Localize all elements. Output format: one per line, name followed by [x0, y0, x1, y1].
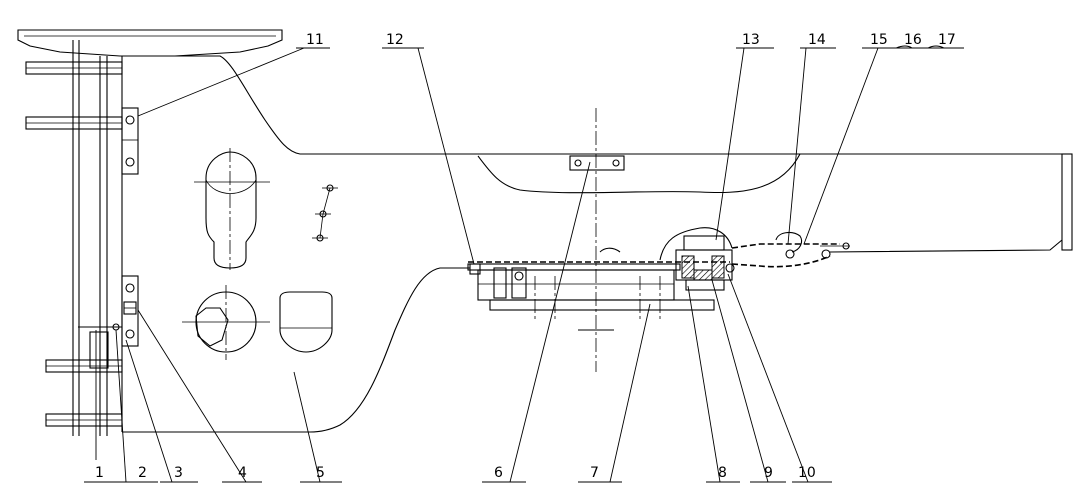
callout-10: 10	[798, 465, 816, 481]
slide-rail-assembly	[467, 261, 730, 331]
callout-1: 1	[95, 465, 104, 481]
callout-12: 12	[386, 32, 404, 48]
upper-bracket-plates	[25, 61, 123, 130]
lower-mount-block	[78, 275, 139, 347]
vertical-column	[72, 40, 123, 436]
callout-5: 5	[316, 465, 325, 481]
top-mounting-plate	[17, 29, 283, 57]
callout-14: 14	[808, 32, 826, 48]
leader-lines	[84, 45, 964, 483]
callout-3: 3	[174, 465, 183, 481]
callout-13: 13	[742, 32, 760, 48]
callout-15: 15	[870, 32, 888, 48]
callout-17: 17	[938, 32, 956, 48]
pivot-marks	[312, 184, 338, 242]
bearing-block	[599, 227, 735, 291]
centerline-clamp	[569, 108, 625, 372]
callout-7: 7	[590, 465, 599, 481]
callout-4: 4	[238, 465, 247, 481]
callout-9: 9	[764, 465, 773, 481]
callout-11: 11	[306, 32, 324, 48]
callout-6: 6	[494, 465, 503, 481]
upper-mount-block	[121, 107, 139, 175]
callout-2: 2	[138, 465, 147, 481]
body-holes	[182, 148, 333, 360]
callout-labels: 1 2 3 4 5 6 7 8 9 10 11 12 13 14 15 16 1…	[95, 32, 956, 481]
callout-8: 8	[718, 465, 727, 481]
main-arm-body	[122, 55, 1073, 433]
lower-bracket-plates	[45, 331, 123, 427]
cable-tie-rod	[731, 231, 850, 268]
callout-16: 16	[904, 32, 922, 48]
